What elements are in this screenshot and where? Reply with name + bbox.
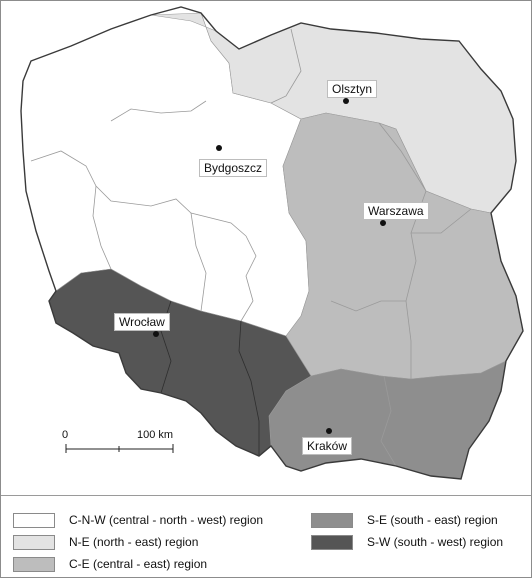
city-label-olsztyn: Olsztyn xyxy=(327,80,378,98)
voivodeship-borders xyxy=(30,28,472,467)
warszawa-dot xyxy=(380,220,386,226)
legend-swatch-se xyxy=(311,512,353,528)
wroclaw-dot xyxy=(153,331,159,337)
legend-swatch-ne xyxy=(13,534,55,550)
legend-label-cnw: C-N-W (central - north - west) region xyxy=(69,513,264,527)
legend-label-ne: N-E (north - east) region xyxy=(69,535,199,549)
poland-region-map xyxy=(20,6,524,480)
city-label-warszawa: Warszawa xyxy=(363,202,429,220)
legend-item-sw: S-W (south - west) region xyxy=(311,533,503,551)
legend-item-ne: N-E (north - east) region xyxy=(13,533,198,551)
legend-label-ce: C-E (central - east) region xyxy=(69,557,208,571)
city-label-krakow: Kraków xyxy=(302,437,353,455)
legend-item-se: S-E (south - east) region xyxy=(311,511,498,529)
legend-label-sw: S-W (south - west) region xyxy=(367,535,504,549)
bydgoszcz-dot xyxy=(216,145,222,151)
scale-bar xyxy=(65,444,174,453)
legend-label-se: S-E (south - east) region xyxy=(367,513,498,527)
legend-item-cnw: C-N-W (central - north - west) region xyxy=(13,511,263,529)
legend: C-N-W (central - north - west) region N-… xyxy=(1,501,531,577)
legend-divider xyxy=(1,495,531,496)
legend-swatch-cnw xyxy=(13,512,55,528)
country-outline xyxy=(20,6,524,480)
krakow-dot xyxy=(326,428,332,434)
legend-item-ce: C-E (central - east) region xyxy=(13,555,207,573)
scale-label-end: 100 km xyxy=(137,429,174,441)
legend-swatch-sw xyxy=(311,534,353,550)
city-label-bydgoszcz: Bydgoszcz xyxy=(199,159,268,177)
city-label-wroclaw: Wrocław xyxy=(114,313,170,331)
scale-label-start: 0 xyxy=(62,429,69,441)
legend-swatch-ce xyxy=(13,556,55,572)
olsztyn-dot xyxy=(343,98,349,104)
